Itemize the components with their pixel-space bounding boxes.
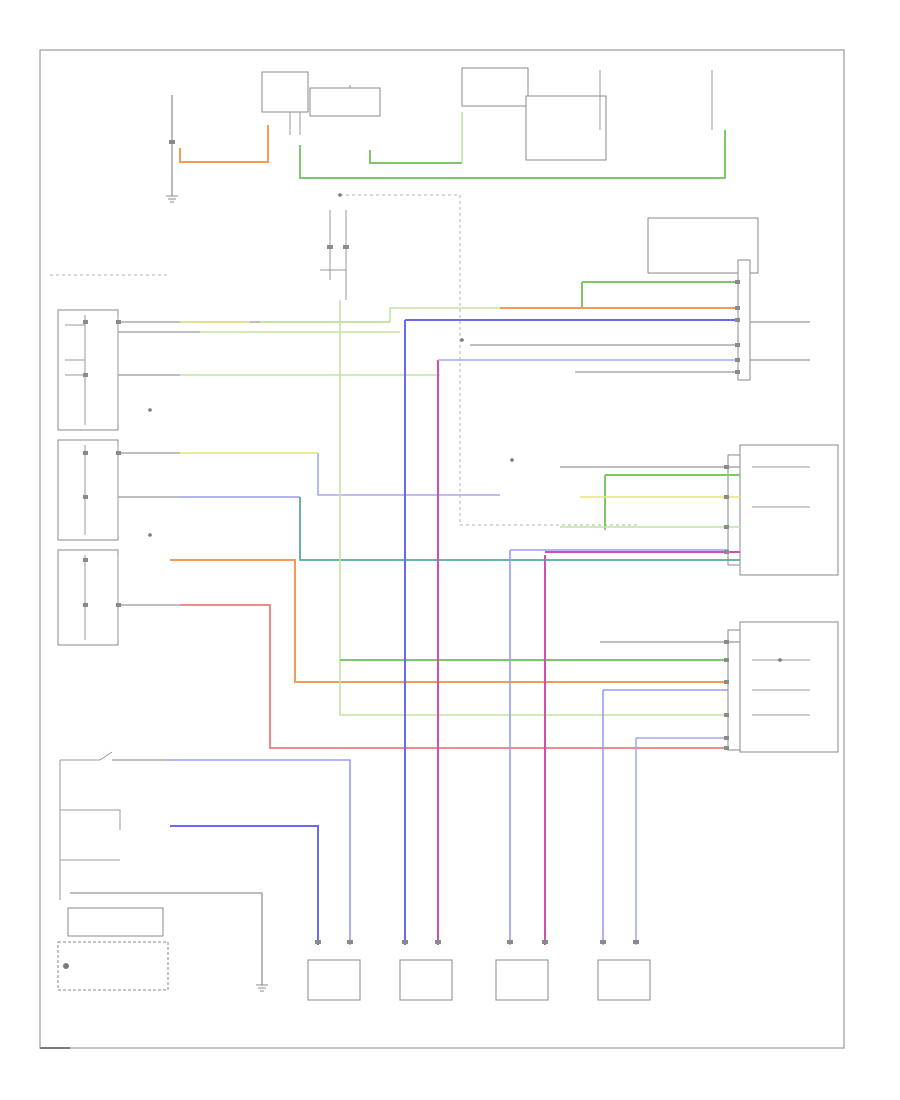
left-switch-block-lower xyxy=(57,549,119,646)
orange-wire-top xyxy=(179,125,269,163)
relay-box-top xyxy=(261,71,309,113)
wire-row-7 xyxy=(118,604,740,749)
wire-row-4 xyxy=(118,452,500,496)
outer-box-lower-left xyxy=(57,941,169,991)
left-switch-block-middle xyxy=(57,439,119,541)
left-column-pins xyxy=(83,320,121,607)
vertical-wire-blue-1 xyxy=(404,319,740,945)
blue-wire-lower-2 xyxy=(170,825,319,945)
connector-right-middle xyxy=(727,454,741,566)
motor-pins xyxy=(315,940,639,944)
motor-left-front xyxy=(307,959,361,1001)
vertical-wire-green xyxy=(339,300,740,716)
motor-left-rear xyxy=(399,959,453,1001)
vertical-wire-pink-1 xyxy=(437,359,740,945)
indicator-dot xyxy=(63,963,69,969)
motor-right-front xyxy=(495,959,549,1001)
wires-right-lower xyxy=(600,641,810,716)
wire-row-1 xyxy=(118,307,500,323)
left-switch-block-upper xyxy=(57,309,119,431)
module-box-top-center-lower xyxy=(525,95,607,161)
vertical-wire-pink-3 xyxy=(635,737,740,945)
diagram-frame xyxy=(39,49,845,1049)
top-center-connector xyxy=(320,210,349,300)
ground-top-left xyxy=(166,95,178,203)
wire-row-6 xyxy=(170,559,740,683)
relay-switch-box xyxy=(309,87,381,117)
blue-wire-lower-1 xyxy=(112,759,351,945)
inner-box-lower-left xyxy=(67,907,164,937)
right-connector-pins xyxy=(724,280,740,750)
wires-upper-right xyxy=(470,281,810,373)
module-box-right-lower xyxy=(739,621,839,753)
module-box-top-center xyxy=(461,67,529,107)
gray-wire-lower xyxy=(70,892,268,992)
vertical-wire-blue-2 xyxy=(509,549,740,945)
left-lower-switch xyxy=(59,751,121,900)
green-wire-top xyxy=(299,130,726,179)
vertical-wire-blue-3 xyxy=(602,689,740,945)
connector-right-lower xyxy=(727,629,741,751)
motor-right-rear xyxy=(597,959,651,1001)
module-box-right-middle xyxy=(739,444,839,576)
splice-points xyxy=(148,193,782,662)
wire-row-5 xyxy=(118,496,545,561)
wires-right-middle xyxy=(545,466,810,561)
